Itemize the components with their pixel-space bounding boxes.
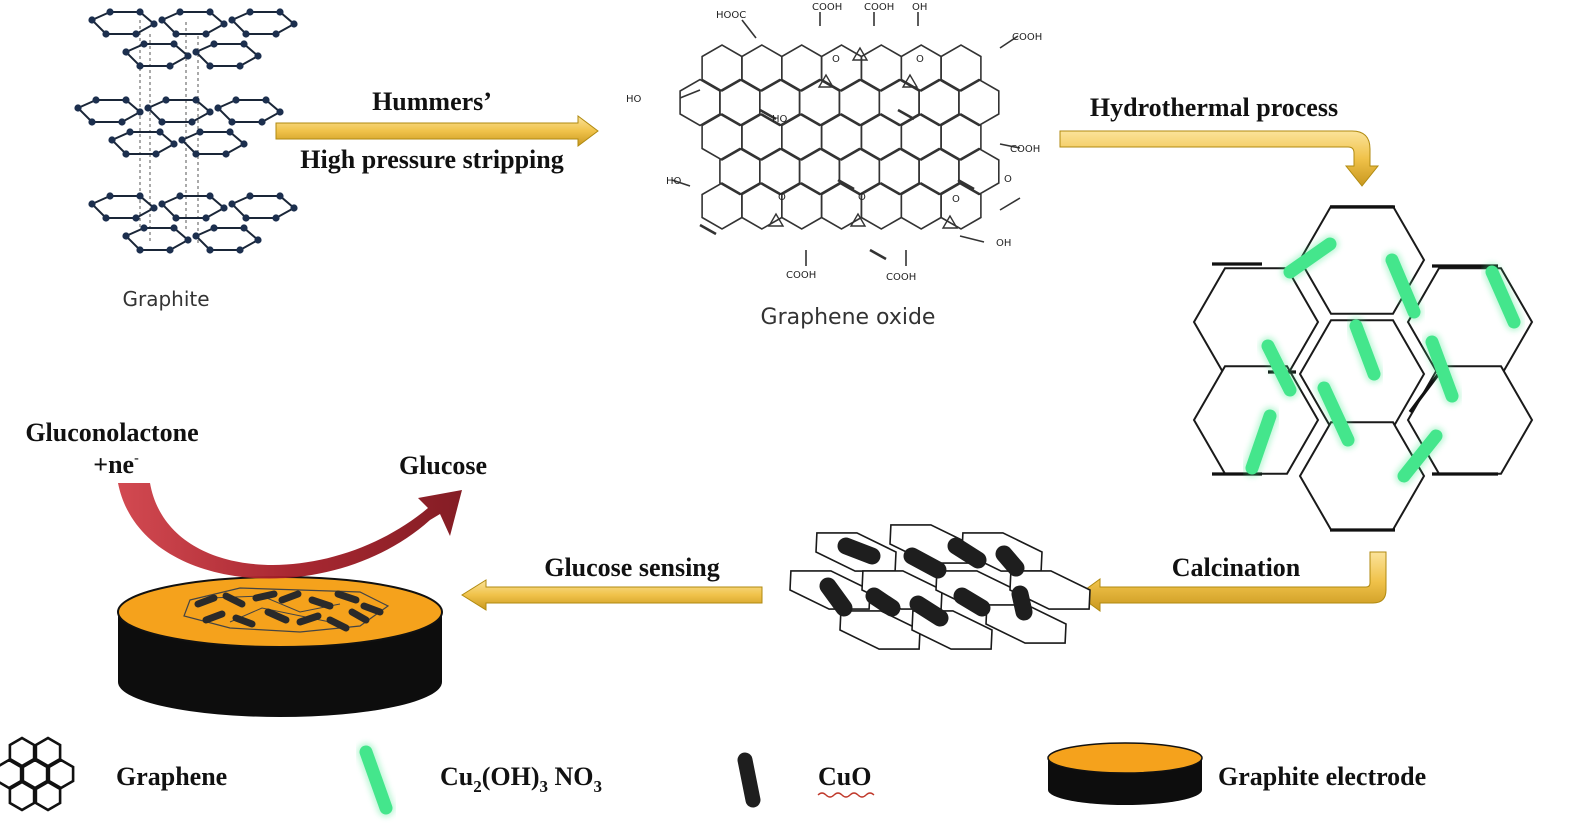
- cu-hydroxynitrate-rod: [1385, 253, 1421, 319]
- oxide-group-label: OH: [912, 2, 927, 13]
- product-label: Glucose: [399, 451, 487, 480]
- cu-hydroxynitrate-rod: [1349, 319, 1381, 381]
- cuo-rod: [995, 545, 1025, 577]
- graphite-layer: [74, 96, 284, 158]
- cu-hydroxynitrate-rod: [1261, 339, 1297, 397]
- legend-electrode-label: Graphite electrode: [1218, 762, 1426, 791]
- cu-hydroxynitrate-rod: [1425, 335, 1459, 403]
- graphene-cuo: [789, 524, 1091, 650]
- oxide-group-label: OH: [996, 238, 1011, 249]
- legend: Graphene Cu2(OH)3 NO3 CuO Graphite elect…: [0, 736, 1426, 817]
- oxide-group-label: COOH: [812, 2, 842, 13]
- reactant-electron-label: +ne-: [93, 450, 139, 479]
- oxide-group-label: COOH: [786, 270, 816, 281]
- cuo-rod: [953, 587, 991, 617]
- cu-hydroxynitrate-rod: [1245, 409, 1277, 475]
- cuo-rod: [819, 577, 853, 617]
- graphene-hexagon: [1406, 365, 1534, 475]
- graphene-oxide-structure: HOOC COOH COOH OH COOH HO COOH HO COOH COOH OH HO O O…: [626, 2, 1042, 283]
- curved-reaction-arrow: [118, 483, 462, 579]
- oxide-group-label: COOH: [886, 272, 916, 283]
- step3-label: Calcination: [1172, 553, 1301, 582]
- step1-label-line2: High pressure stripping: [300, 145, 563, 174]
- legend-cu-hydroxynitrate-icon: [357, 743, 395, 817]
- legend-graphene-label: Graphene: [116, 762, 227, 791]
- oxide-group-label: HO: [626, 94, 642, 105]
- cu-hydroxynitrate-rod: [1317, 381, 1355, 447]
- oxide-group-label: O: [916, 54, 924, 65]
- graphite-electrode: [117, 576, 443, 717]
- oxide-group-label: HO: [666, 176, 682, 187]
- arrow-hummers: [275, 115, 599, 147]
- step1-label-line1: Hummers’: [372, 87, 492, 116]
- graphite-layer: [88, 8, 298, 70]
- cuo-rod: [903, 547, 947, 579]
- cuo-rod: [837, 537, 881, 565]
- reactant-label: Gluconolactone: [25, 418, 198, 447]
- step2-label: Hydrothermal process: [1090, 93, 1338, 122]
- cu-hydroxynitrate-rod: [1283, 237, 1337, 279]
- cuo-rod: [865, 587, 901, 617]
- legend-cuo-icon: [737, 752, 761, 808]
- graphene-hexagon: [1192, 267, 1320, 377]
- oxide-group-label: COOH: [1012, 32, 1042, 43]
- legend-cu-hydroxynitrate-label: Cu2(OH)3 NO3: [440, 762, 602, 796]
- oxide-group-label: COOH: [864, 2, 894, 13]
- cuo-rod: [1011, 585, 1033, 621]
- oxide-group-label: O: [778, 192, 786, 203]
- cuo-rod: [909, 595, 949, 627]
- legend-cuo-label: CuO: [818, 762, 871, 791]
- legend-graphene-icon: [0, 736, 75, 812]
- graphene-oxide-label: Graphene oxide: [761, 305, 936, 330]
- cu-hydroxynitrate-rod: [1485, 265, 1521, 329]
- arrow-hydrothermal: [1059, 130, 1380, 187]
- arrow-glucose-sensing: [461, 579, 763, 611]
- graphite-label: Graphite: [122, 287, 209, 311]
- oxide-group-label: COOH: [1010, 144, 1040, 155]
- oxide-group-label: O: [832, 54, 840, 65]
- oxide-group-label: HOOC: [716, 10, 746, 21]
- oxide-group-label: O: [858, 192, 866, 203]
- legend-electrode-icon: [1047, 742, 1203, 805]
- graphene-cu-hydroxynitrate: [1192, 205, 1534, 532]
- graphite-structure: [74, 8, 298, 254]
- step4-label: Glucose sensing: [544, 553, 720, 582]
- cuo-rod: [947, 537, 987, 569]
- cu-hydroxynitrate-rod: [1397, 429, 1443, 483]
- oxide-group-label: O: [1004, 174, 1012, 185]
- graphite-layer: [88, 192, 298, 254]
- oxide-group-label: HO: [772, 114, 788, 125]
- oxide-group-label: O: [952, 194, 960, 205]
